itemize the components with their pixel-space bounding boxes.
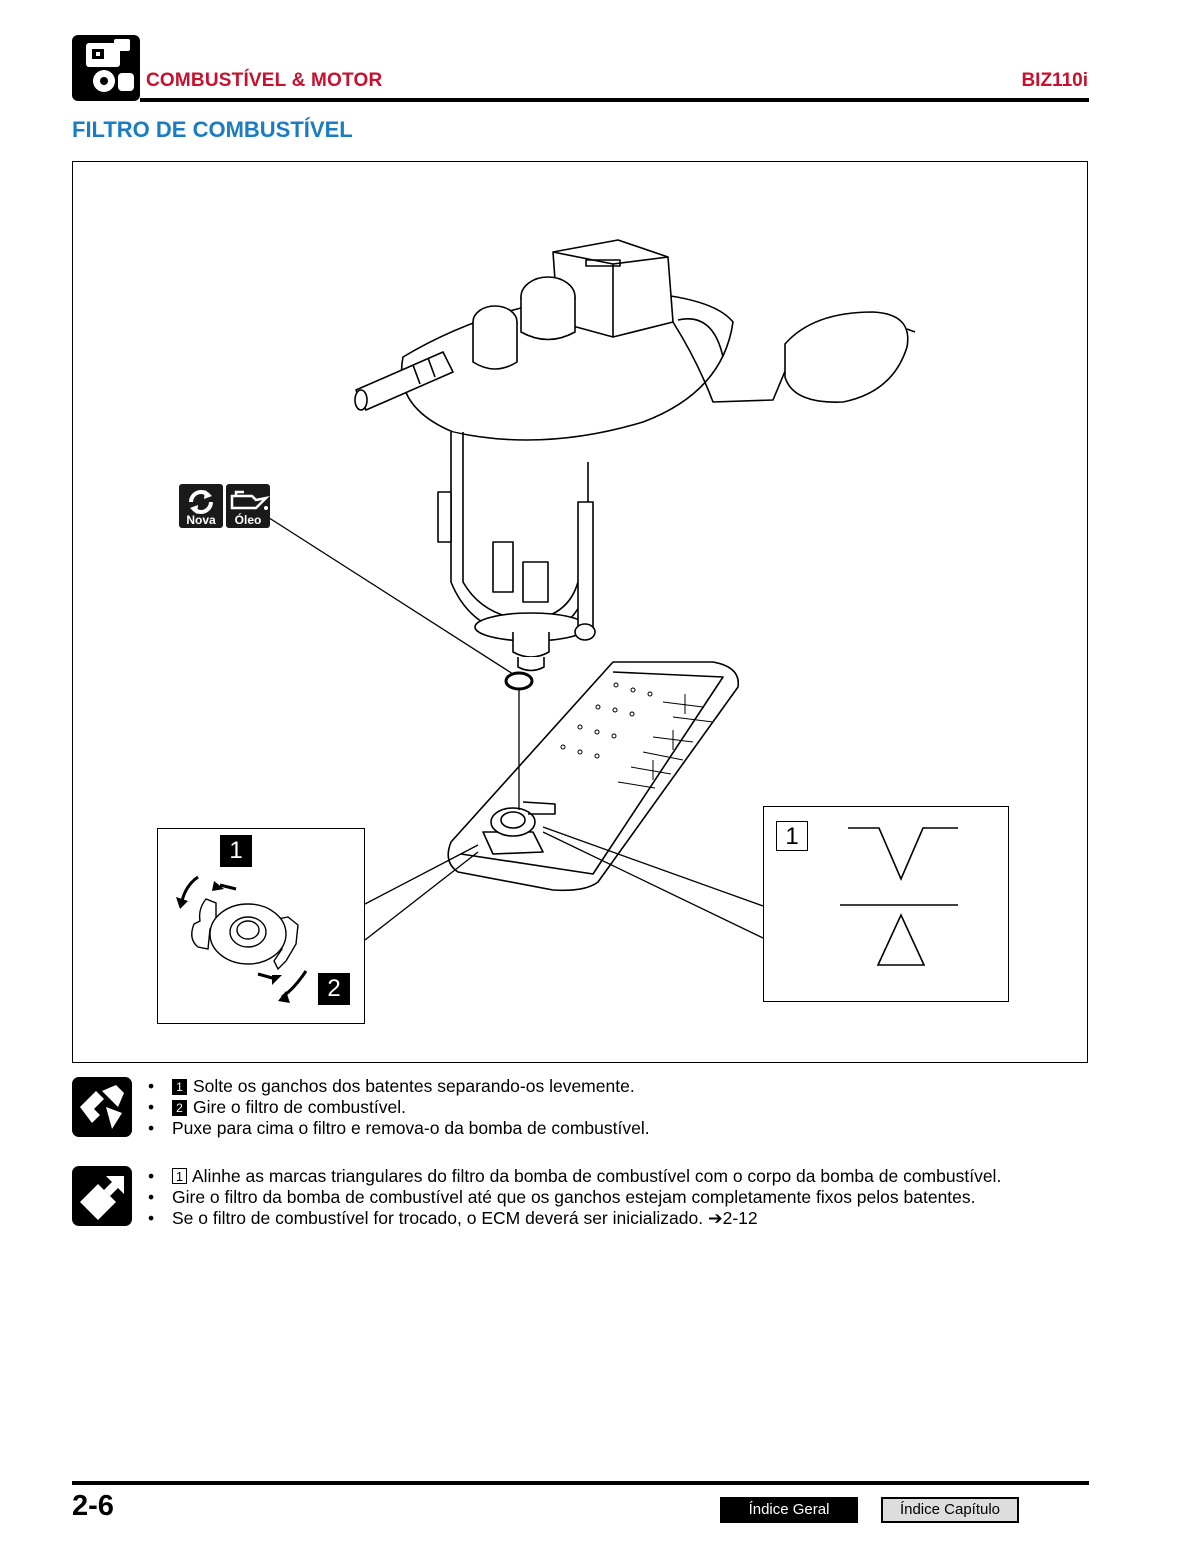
fuel-pump-illustration [262,239,916,941]
installation-step-2: •Gire o filtro da bomba de combustível a… [148,1187,976,1207]
oil-label: Óleo [234,513,262,527]
removal-step-2-badge: 2 [172,1100,187,1116]
installation-icon [72,1166,132,1226]
replace-new-icon: Nova [179,484,223,528]
model-name: BIZ110i [1021,70,1088,91]
removal-step-1-badge: 1 [172,1079,187,1095]
fuel-filter-figure: Nova Óleo 1 2 [72,161,1088,1063]
section-title: FILTRO DE COMBUSTÍVEL [72,117,353,142]
page-number: 2-6 [72,1490,114,1522]
installation-step-1-badge: 1 [172,1168,187,1184]
oil-can-icon: Óleo [226,484,270,528]
alignment-ref-badge: 1 [776,821,808,851]
triangle-mark-detail: 1 [763,806,1009,1002]
general-index-button[interactable]: Índice Geral [720,1497,858,1523]
triangle-marks-diagram [840,827,958,966]
installation-step-3: •Se o filtro de combustível for trocado,… [148,1208,758,1228]
replace-new-label: Nova [186,513,216,527]
header-divider [140,98,1089,102]
step-2-badge: 2 [318,973,350,1005]
hook-release-detail: 1 2 [157,828,365,1024]
footer-divider [72,1481,1089,1485]
chapter-index-button[interactable]: Índice Capítulo [881,1497,1019,1523]
hook-rotation-diagram [176,875,308,1003]
removal-step-3: •Puxe para cima o filtro e remova-o da b… [148,1118,650,1138]
step-1-badge: 1 [220,835,252,867]
engine-tools-icon [72,35,140,101]
chapter-title: COMBUSTÍVEL & MOTOR [146,70,383,91]
removal-icon [72,1077,132,1137]
